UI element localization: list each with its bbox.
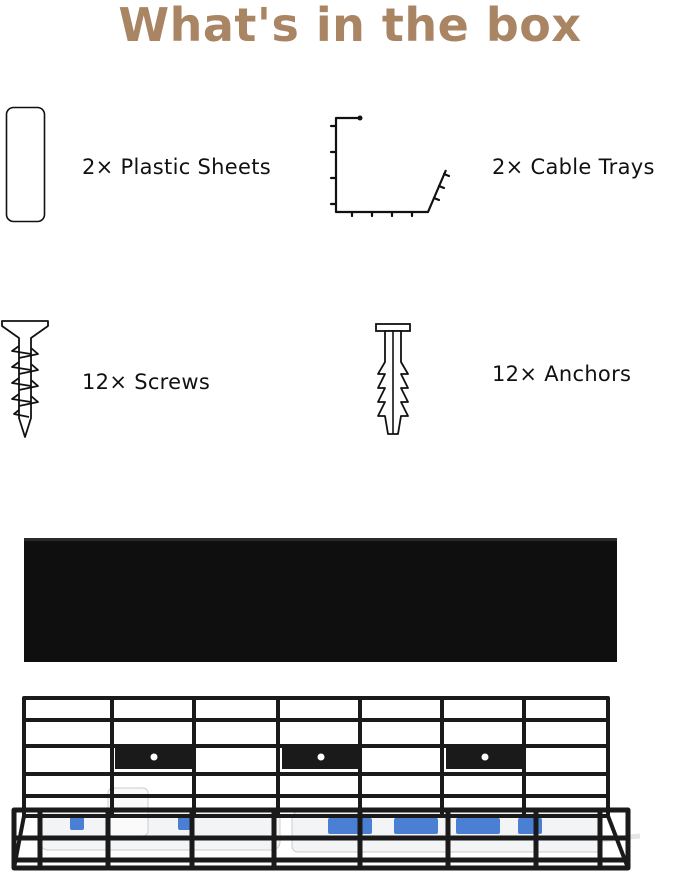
item-label-plastic-sheets: 2× Plastic Sheets [82, 155, 271, 179]
item-label-cable-trays: 2× Cable Trays [492, 155, 655, 179]
screw-icon [0, 318, 52, 440]
page-title: What's in the box [118, 0, 582, 52]
anchor-icon [372, 322, 414, 438]
item-label-anchors: 12× Anchors [492, 362, 632, 386]
plastic-sheet-icon [5, 106, 47, 224]
cable-tray-icon [328, 112, 458, 220]
black-plastic-sheet [24, 538, 618, 664]
wire-cable-tray-with-power-strip [0, 690, 640, 879]
item-label-screws: 12× Screws [82, 370, 211, 394]
